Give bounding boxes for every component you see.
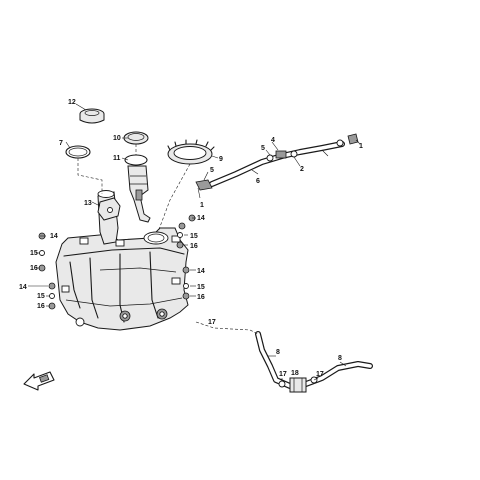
callout-5: 5: [210, 167, 214, 174]
leader-lines: [28, 103, 361, 381]
callout-14d: 14: [197, 268, 205, 275]
callout-9: 9: [219, 156, 223, 163]
callout-1: 1: [200, 202, 204, 209]
pump-lock-ring: [167, 139, 215, 165]
callout-15a: 15: [30, 250, 38, 257]
callout-6: 6: [256, 178, 260, 185]
callouts: 12 7 10 11 9 13 1 5 6 5 4 2 1 14 15 16 1…: [19, 99, 363, 378]
callout-14b: 14: [19, 284, 27, 291]
callout-8: 8: [276, 349, 280, 356]
callout-16b: 16: [37, 303, 45, 310]
callout-11: 11: [113, 155, 121, 162]
callout-15c: 15: [190, 233, 198, 240]
callout-2: 2: [300, 166, 304, 173]
fuel-hose-upper: [195, 133, 359, 191]
fuel-cap: [79, 108, 105, 124]
callout-8b: 8: [338, 355, 342, 362]
callout-13: 13: [84, 200, 92, 207]
callout-4: 4: [271, 137, 275, 144]
callout-5b: 5: [261, 145, 265, 152]
callout-17b: 17: [279, 371, 287, 378]
callout-17c: 17: [316, 371, 324, 378]
callout-12: 12: [68, 99, 76, 106]
fuel-hose-lower: [255, 331, 373, 393]
fuel-tank: [55, 190, 189, 331]
callout-16a: 16: [30, 265, 38, 272]
callout-1b: 1: [359, 143, 363, 150]
callout-15b: 15: [37, 293, 45, 300]
front-direction-arrow-icon: [23, 371, 55, 391]
vent-valve: [97, 197, 121, 221]
callout-17a: 17: [208, 319, 216, 326]
callout-16c: 16: [190, 243, 198, 250]
callout-15d: 15: [197, 284, 205, 291]
fuel-pump: [123, 131, 151, 223]
callout-14c: 14: [197, 215, 205, 222]
callout-14a: 14: [50, 233, 58, 240]
callout-7: 7: [59, 140, 63, 147]
callout-18: 18: [291, 370, 299, 377]
callout-16d: 16: [197, 294, 205, 301]
callout-10: 10: [113, 135, 121, 142]
